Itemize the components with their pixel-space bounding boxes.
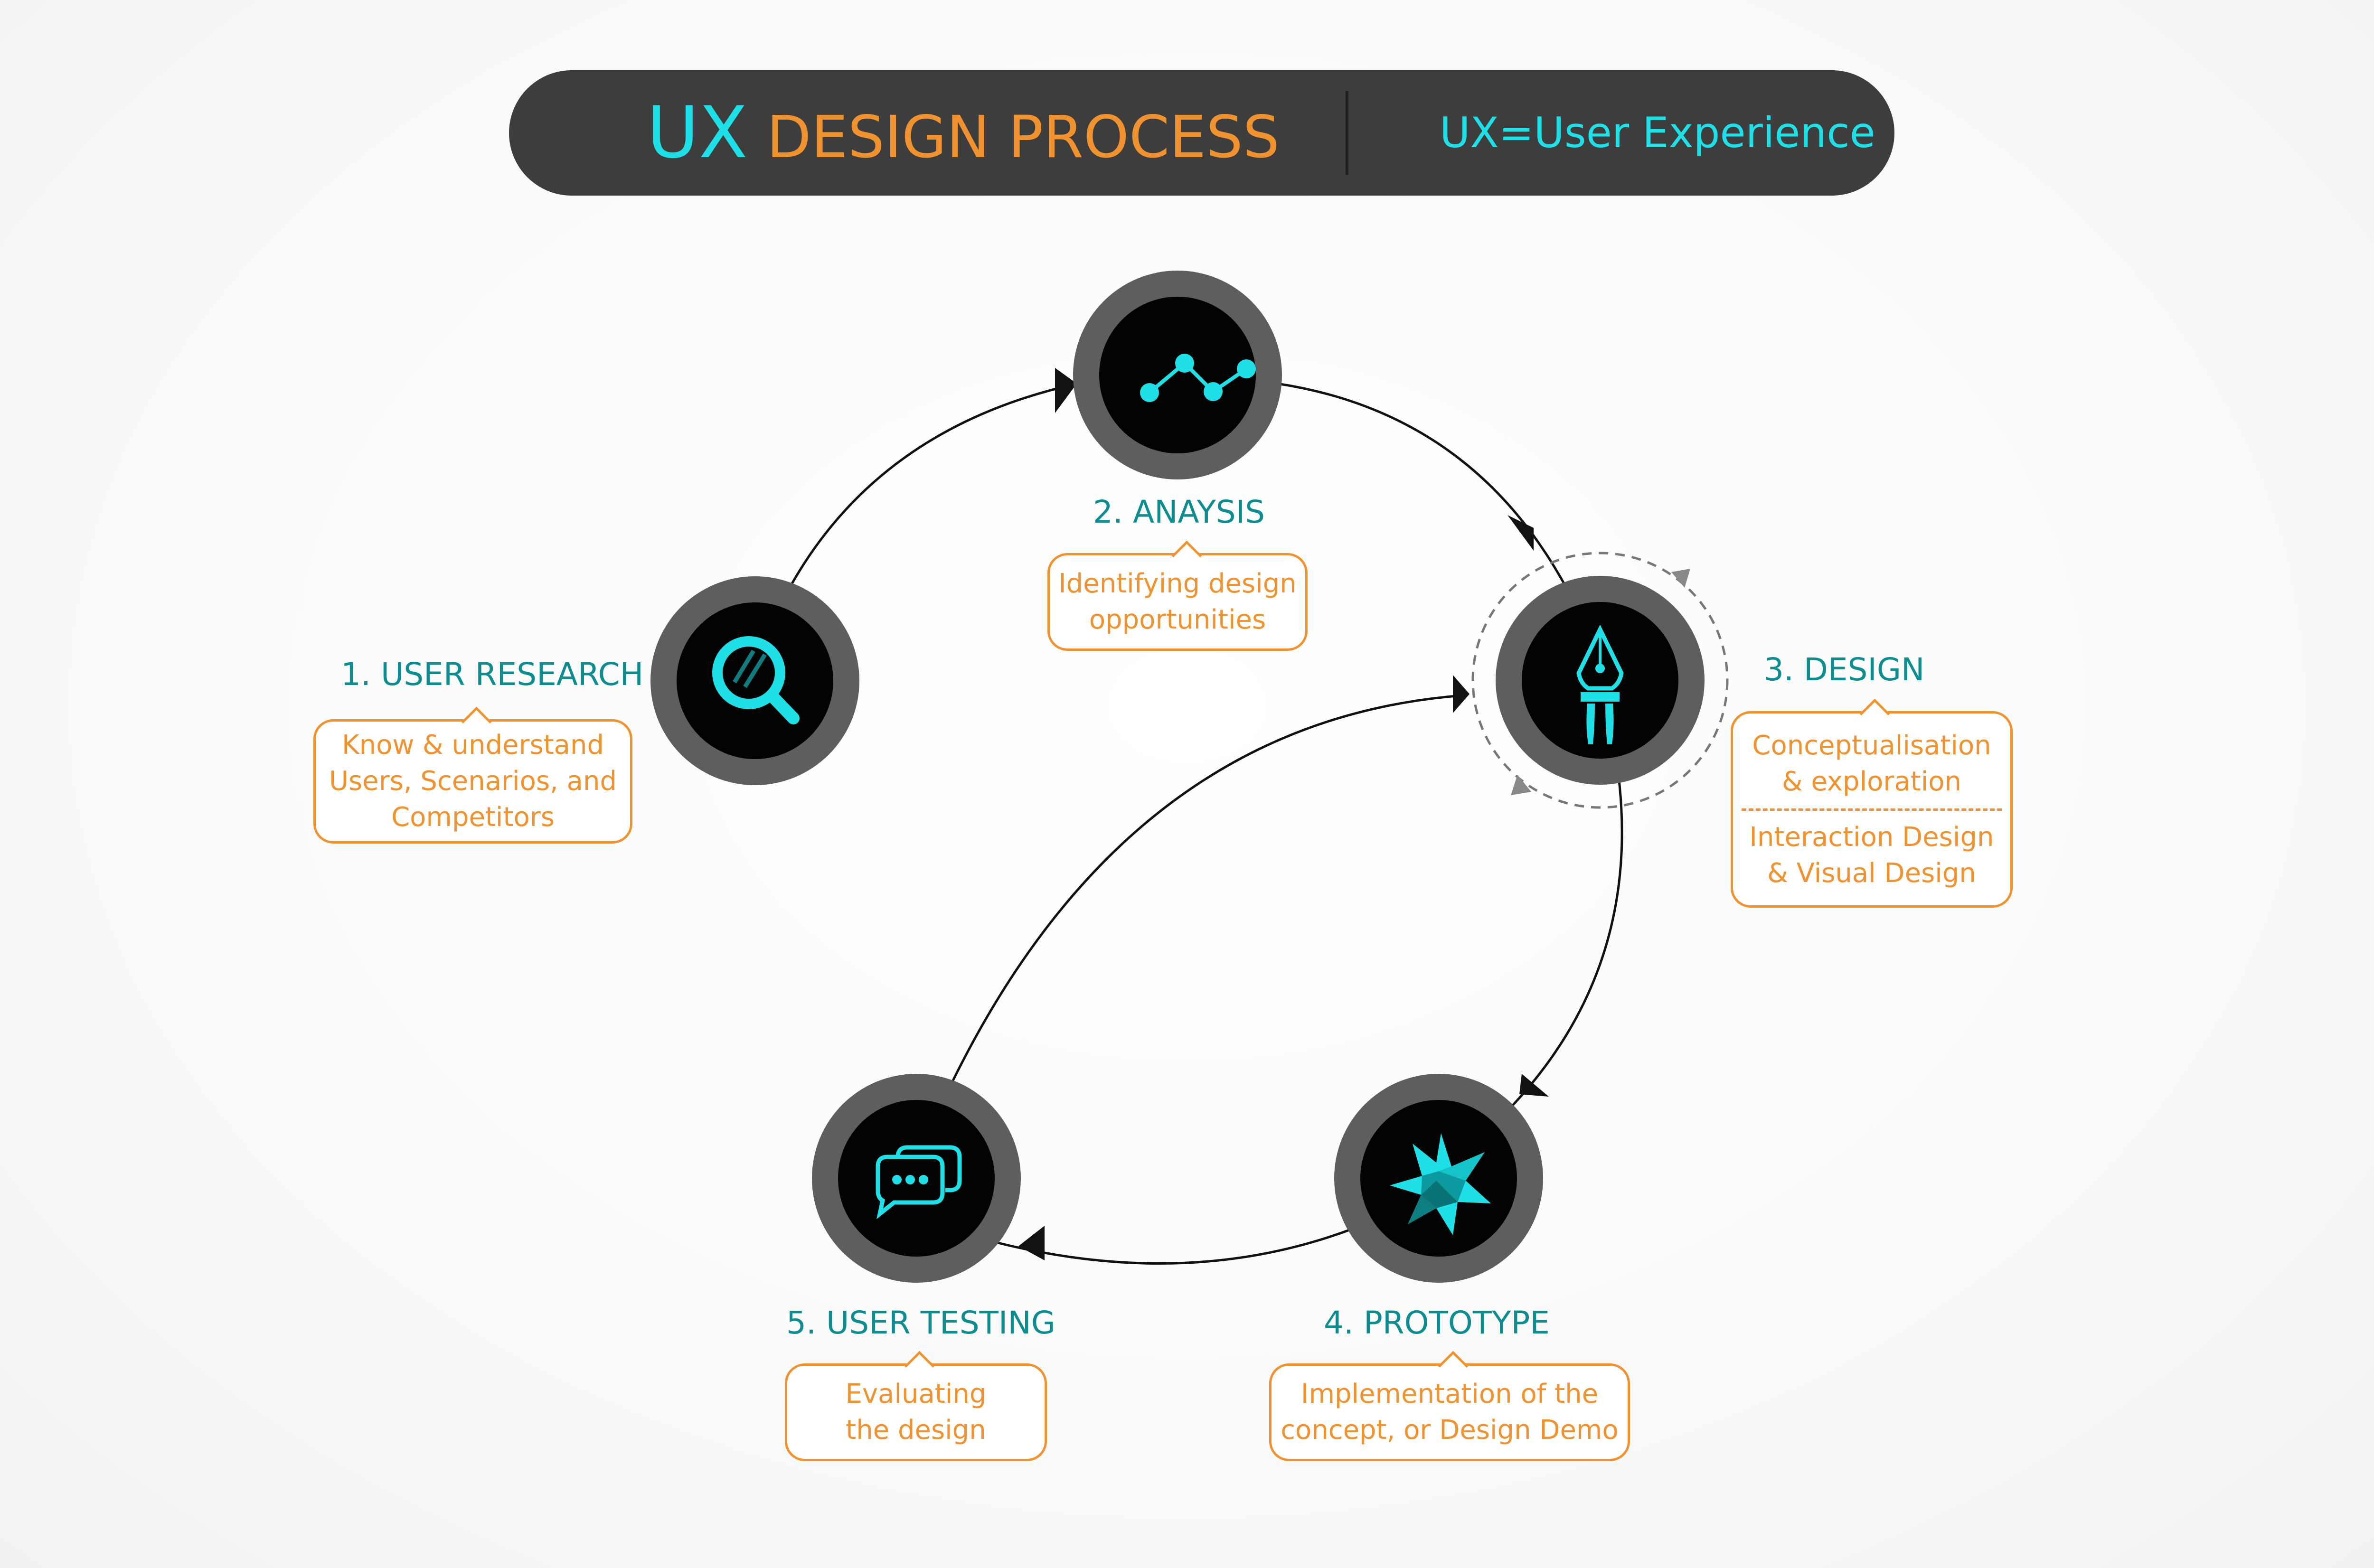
desc-box-design: Conceptualisation & exploration Interact… [1731,698,2013,908]
step-label-design: 3. DESIGN [1764,651,1925,688]
desc-line: the design [846,1415,986,1446]
step-label-user-research: 1. USER RESEARCH [341,656,644,693]
loop-arrowhead-top [1671,569,1690,588]
page-title: UX DESIGN PROCESS [647,70,1280,196]
step-label-analysis: 2. ANAYSIS [1093,494,1265,530]
desc-line: & Visual Design [1767,857,1976,889]
step-label-user-testing: 5. USER TESTING [786,1305,1055,1341]
desc-line: Conceptualisation [1752,730,1991,761]
loop-arrowhead-bottom [1511,775,1531,795]
desc-line: Evaluating [845,1379,987,1409]
arrowhead-analysis-to-design [1507,515,1534,551]
desc-box-prototype: Implementation of the concept, or Design… [1269,1351,1630,1461]
magnifier-icon [712,636,800,724]
desc-line: & exploration [1781,766,1962,797]
desc-line: opportunities [1089,604,1266,635]
node-user-testing [812,1074,1021,1283]
design-iteration-loop [1471,552,1729,809]
node-prototype [1334,1074,1543,1283]
desc-line: Implementation of the [1300,1379,1599,1409]
line-graph-icon [1140,354,1256,402]
title-subtitle: UX=User Experience [1440,108,1875,157]
arrowhead-testing-to-design [1453,675,1470,713]
connector-testing-to-design [941,694,1463,1103]
desc-line: Identifying design [1058,568,1297,599]
title-divider [1346,91,1348,175]
node-analysis [1073,271,1282,479]
arrowhead-research-to-analysis [1055,368,1077,413]
node-user-research [650,576,859,785]
desc-line: Users, Scenarios, and [329,766,617,797]
title-bar: UX DESIGN PROCESS UX=User Experience [509,70,1894,196]
connector-design-to-prototype [1497,761,1623,1121]
desc-line: concept, or Design Demo [1281,1415,1619,1446]
pen-nib-icon [1576,624,1624,744]
arrowhead-design-to-prototype [1519,1074,1549,1097]
title-ux: UX [647,92,748,174]
desc-box-user-testing: Evaluating the design [785,1351,1047,1461]
desc-line: Interaction Design [1749,821,1994,853]
desc-divider [1742,808,2002,811]
arrowhead-prototype-to-testing [1018,1226,1045,1260]
connector-analysis-to-design [1277,382,1568,590]
title-rest: DESIGN PROCESS [766,103,1280,171]
desc-line: Know & understand [341,730,604,761]
star-burst-icon [1390,1133,1491,1235]
step-label-prototype: 4. PROTOTYPE [1324,1305,1550,1341]
desc-box-user-research: Know & understand Users, Scenarios, and … [313,706,632,844]
node-design [1496,576,1705,785]
connector-research-to-analysis [788,382,1078,590]
desc-box-analysis: Identifying design opportunities [1047,540,1308,651]
chat-bubbles-icon [876,1145,962,1220]
desc-line: Competitors [391,802,555,833]
connector-prototype-to-testing [992,1227,1354,1265]
